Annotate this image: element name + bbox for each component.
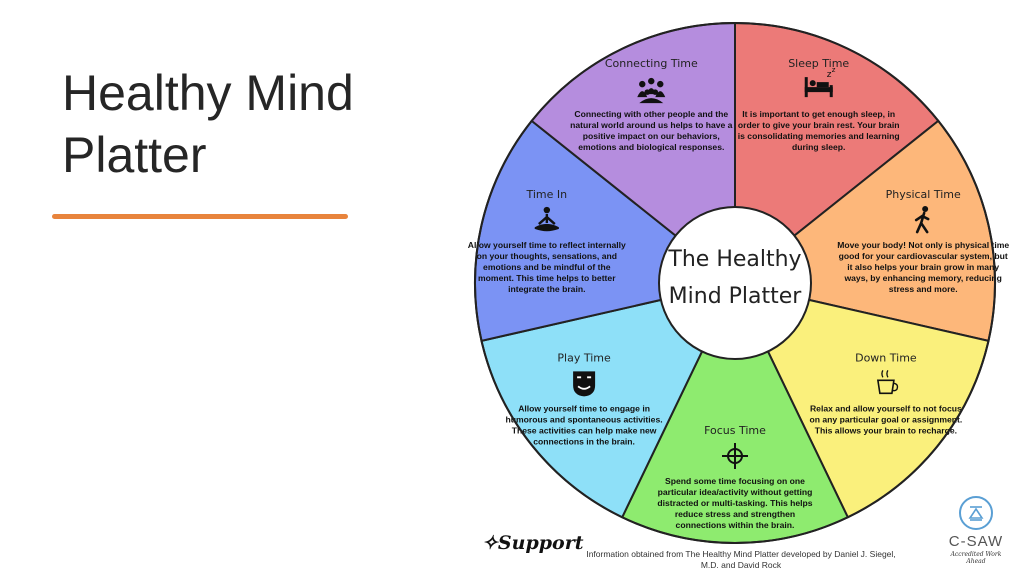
segment-content-time-in: Time In Allow yourself time to reflect in… [468,188,626,294]
svg-text:z: z [832,66,836,74]
segment-description-line: ways, by enhancing memory, reducing [843,273,1001,283]
segment-description-line: it also helps your brain grow in many [847,262,999,272]
segment-description-line: Spend some time focusing on one [665,476,805,486]
platter-outer-ring [474,22,996,544]
source-footnote-line-1: Information obtained from The Healthy Mi… [586,549,896,559]
segment-description-line: These activities can help make new [512,425,657,435]
segment-description-line: This allows your brain to recharge. [815,425,957,435]
segment-title: Physical Time [886,188,961,201]
segment-title: Time In [525,188,567,201]
segment-title: Connecting Time [605,57,698,70]
people-group-icon [637,77,666,104]
theater-masks-icon [573,371,596,397]
segment-description-line: Relax and allow yourself to not focus [810,403,962,413]
segment-description-line: Allow yourself time to reflect internall… [468,240,626,250]
segment-description-line: emotions and biological responses. [578,142,724,152]
csaw-name: C-SAW [948,533,1004,550]
support-logo-text: Support [497,532,584,554]
platter-center-line-1: The Healthy [667,247,801,272]
segment-description-line: reduce stress and strengthen [675,509,795,519]
slide-title-line-1: Healthy Mind [62,65,354,121]
segment-description-line: good for your cardiovascular system, but [839,251,1008,261]
segment-description-line: distracted or multi-tasking. This helps [657,498,812,508]
platter-center-line-2: Mind Platter [669,284,803,309]
meditating-person-icon [534,206,560,232]
svg-text:z: z [827,70,832,80]
segment-description-line: on any particular goal or assignment. [809,414,962,424]
platter-center-circle [658,206,812,360]
segment-description-line: particular idea/activity without getting [658,487,813,497]
segment-description-line: on your thoughts, sensations, and [477,251,617,261]
segment-description-line: connections within the brain. [676,520,795,530]
support-logo: ✧Support [482,532,584,554]
segment-description-line: It is important to get enough sleep, in [742,109,895,119]
segment-description-line: emotions and be mindful of the [483,262,611,272]
segment-description-line: natural world around us helps to have a [570,120,733,130]
segment-description-line: Connecting with other people and the [574,109,728,119]
source-footnote-line-2: M.D. and David Rock [700,560,782,570]
title-underline [52,214,348,219]
segment-description-line: moment. This time helps to better [478,273,616,283]
csaw-tagline: Accredited Work Ahead [950,551,1002,565]
segment-title: Play Time [557,351,611,364]
segment-description-line: is consolidating memories and learning [738,131,900,141]
walking-person-icon [914,206,930,234]
segment-description-line: humorous and spontaneous activities. [506,414,663,424]
crosshair-target-icon [722,443,748,469]
slide-title: Healthy Mind Platter [62,62,442,186]
slide-title-line-2: Platter [62,127,207,183]
segment-description-line: stress and more. [889,284,958,294]
csaw-logo: C-SAW Accredited Work Ahead [944,496,1008,565]
segment-description-line: positive impact on our behaviors, [583,131,720,141]
source-footnote: Information obtained from The Healthy Mi… [578,549,904,571]
segment-description-line: order to give your brain rest. Your brai… [738,120,900,130]
segment-description-line: integrate the brain. [508,284,585,294]
support-logo-mark-icon: ✧ [482,532,498,554]
segment-description-line: connections in the brain. [533,436,635,446]
segment-description-line: Allow yourself time to engage in [518,403,650,413]
coffee-cup-icon [876,369,899,395]
segment-title: Focus Time [704,424,766,437]
segment-title: Sleep Time [788,57,849,70]
segment-description-line: during sleep. [792,142,845,152]
segment-description-line: Move your body! Not only is physical tim… [837,240,1009,250]
csaw-emblem-icon [959,496,993,530]
segment-title: Down Time [855,351,917,364]
